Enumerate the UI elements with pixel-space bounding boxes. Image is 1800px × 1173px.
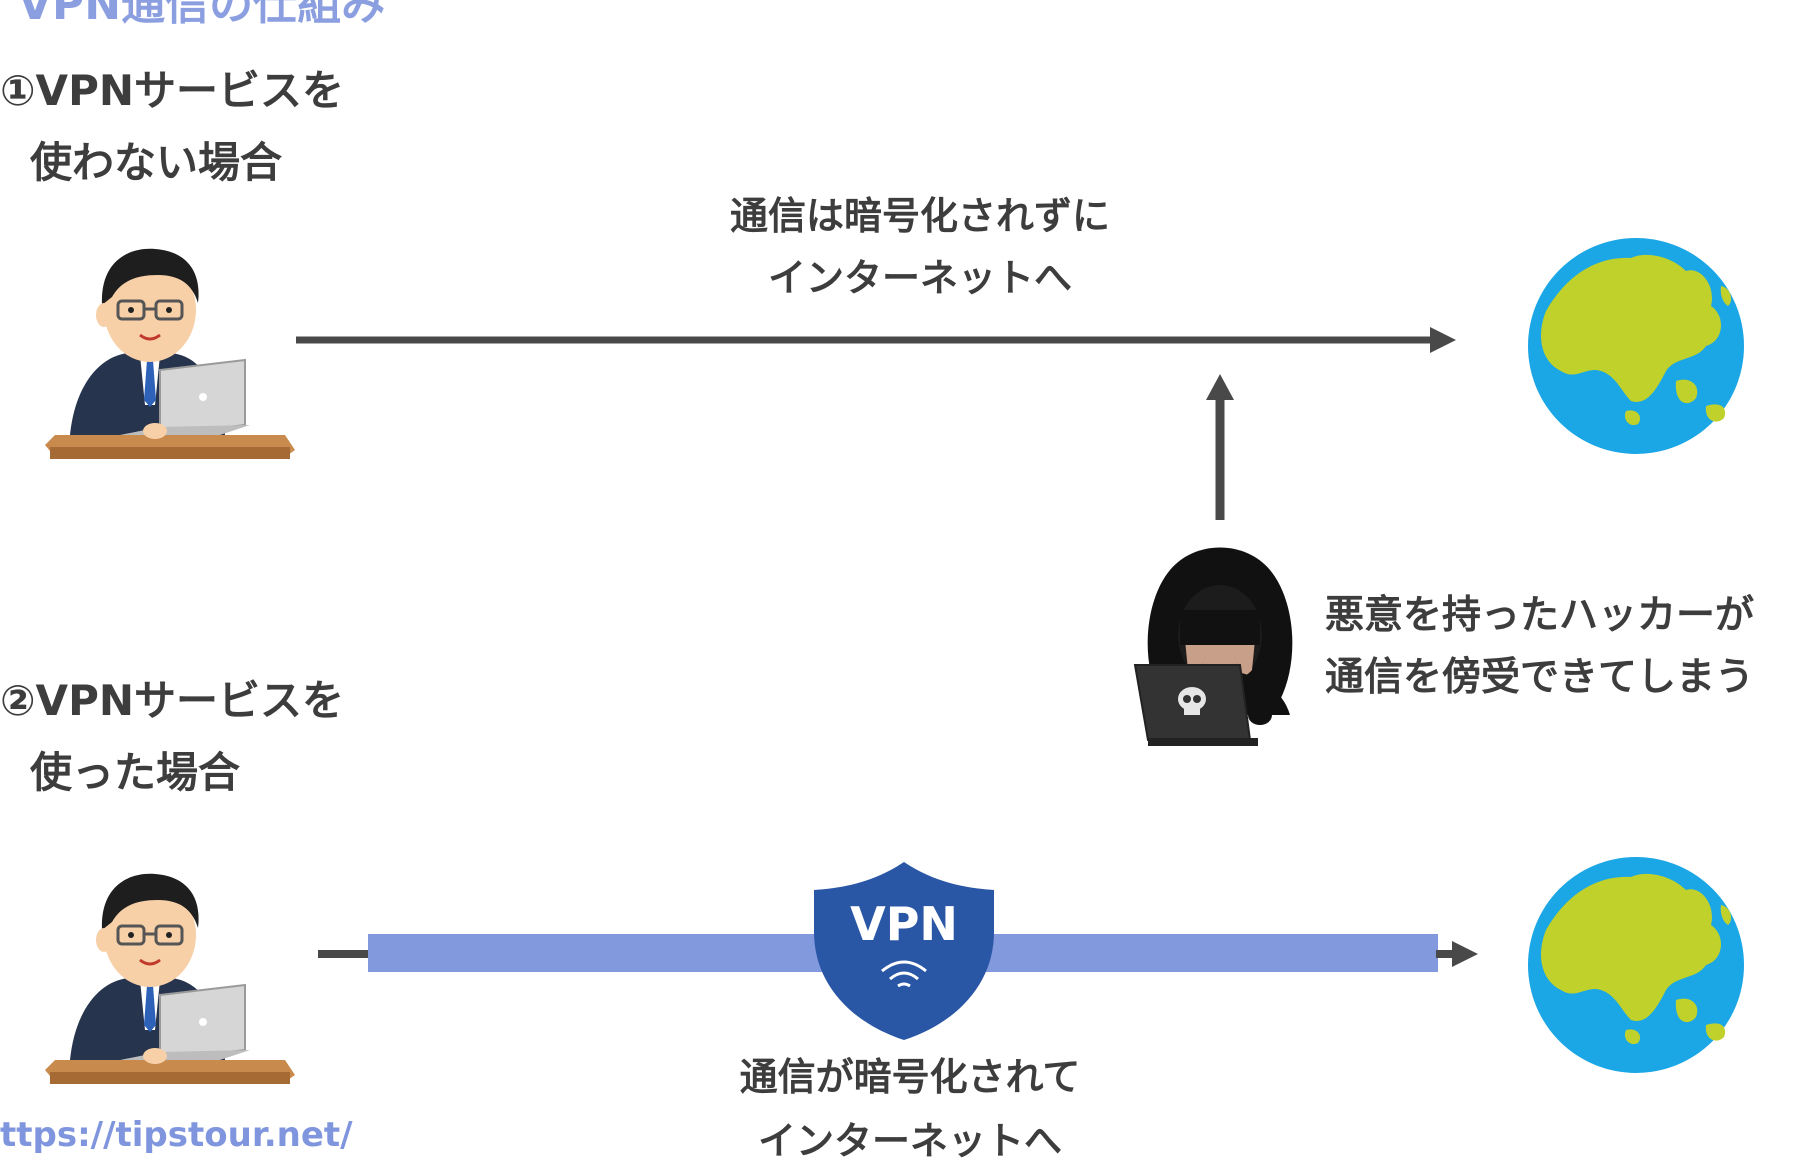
section1-caption-line1: 通信は暗号化されずに xyxy=(729,194,1110,238)
section1-title-line1: ①VPNサービスを xyxy=(0,66,344,115)
user-laptop-icon xyxy=(43,247,297,461)
section1-caption: 通信は暗号化されずに インターネットへ xyxy=(630,185,1210,309)
section2-caption-line2: インターネットへ xyxy=(757,1119,1062,1163)
section2-caption: 通信が暗号化されて インターネットへ xyxy=(620,1045,1200,1173)
vpn-shield-icon xyxy=(814,862,994,1040)
unencrypted-arrowhead xyxy=(1430,327,1456,353)
hacker-icon xyxy=(1133,547,1293,746)
tunnel-arrowhead xyxy=(1452,941,1478,967)
skull-icon xyxy=(1178,687,1206,715)
section2-caption-line1: 通信が暗号化されて xyxy=(739,1055,1081,1099)
globe-icon xyxy=(1528,238,1744,454)
globe-icon xyxy=(1528,857,1744,1073)
hacker-caption-line2: 通信を傍受できてしまう xyxy=(1325,655,1755,700)
section2-title-line2: 使った場合 xyxy=(30,748,241,797)
vpn-badge-label: VPN xyxy=(850,897,958,951)
intercept-arrowhead xyxy=(1206,374,1234,400)
section2-title-line1: ②VPNサービスを xyxy=(0,676,344,725)
section1-title-line2: 使わない場合 xyxy=(30,138,283,187)
section1-caption-line2: インターネットへ xyxy=(767,256,1072,300)
section2-title: ②VPNサービスを 使った場合 xyxy=(0,665,344,809)
user-laptop-icon xyxy=(43,872,297,1086)
page-heading: VPN通信の仕組み xyxy=(18,0,386,30)
section1-title: ①VPNサービスを 使わない場合 xyxy=(0,55,344,199)
hacker-caption-line1: 悪意を持ったハッカーが xyxy=(1325,593,1755,638)
source-url[interactable]: ttps://tipstour.net/ xyxy=(0,1115,353,1155)
hacker-caption: 悪意を持ったハッカーが 通信を傍受できてしまう xyxy=(1325,585,1754,709)
wifi-icon xyxy=(881,960,927,988)
